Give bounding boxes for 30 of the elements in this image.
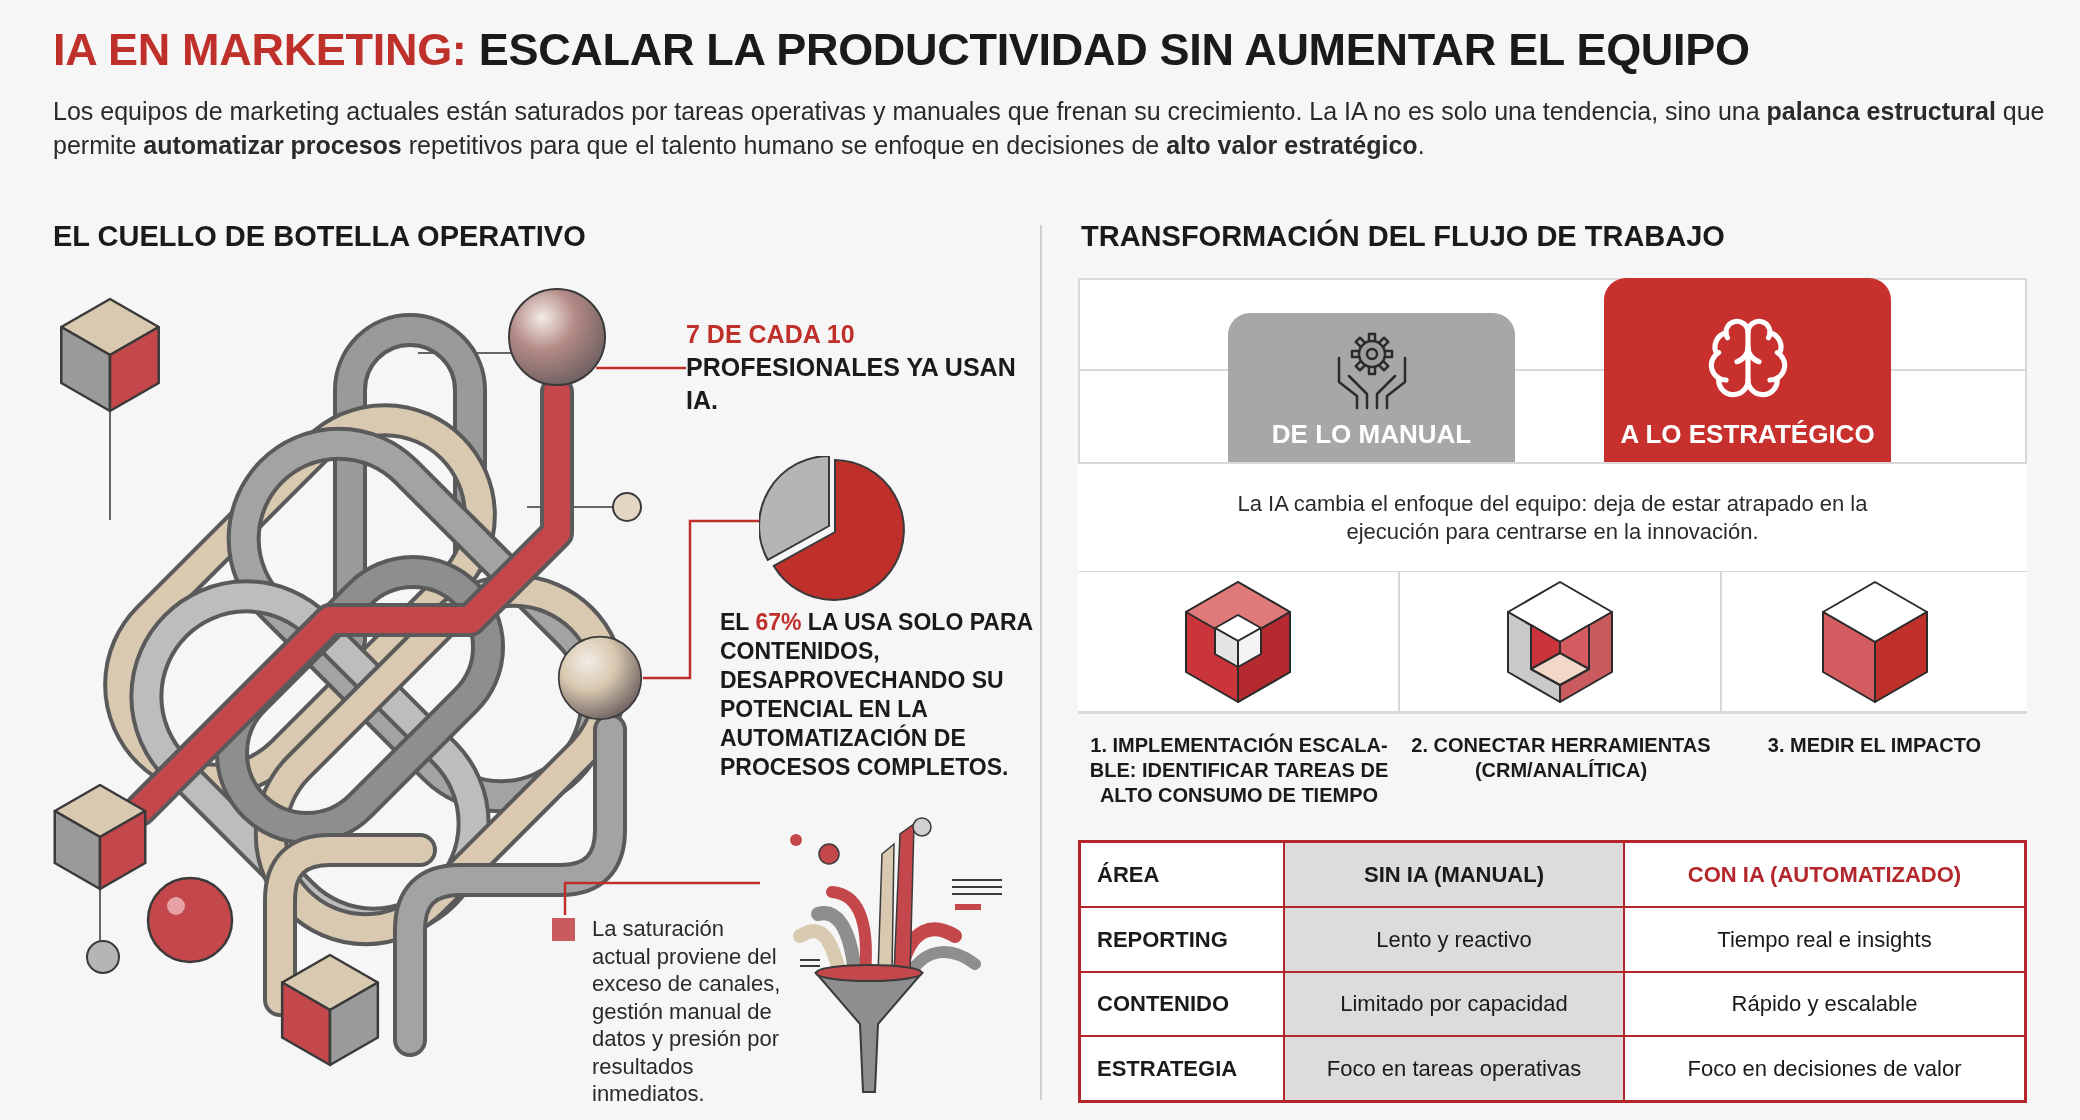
step-caption: 2. CONECTAR HERRAMIENTAS (CRM/ANALÍTICA) [1410, 733, 1712, 783]
page-title: IA EN MARKETING: ESCALAR LA PRODUCTIVIDAD SIN AUMENTAR EL EQUIPO [53, 23, 1750, 77]
table-cell: CONTENIDO [1081, 972, 1283, 1036]
description-text: La IA cambia el enfoque del equipo: deja de estar atrapado en la ejecución para centrarse en la innovación. [1236, 489, 1869, 546]
card-title: DE LO MANUAL [1271, 418, 1472, 450]
table-cell: Limitado por capacidad [1285, 972, 1623, 1036]
table-cell: Rápido y escalable [1625, 972, 2024, 1036]
intro-paragraph: Los equipos de marketing actuales están saturados por tareas operativas y manuales que frenan su crecimiento. La IA no es solo una tendencia, sino una palanca estructural que permite automatizar procesos repetitivos para que el talento humano se enfoque en decisiones de alto valor estratégico. [53, 96, 2046, 161]
table-header-cell: ÁREA [1081, 843, 1283, 906]
table-cell: ESTRATEGIA [1081, 1037, 1283, 1100]
category-card [1228, 313, 1515, 462]
table-cell: REPORTING [1081, 907, 1283, 971]
card-title: A LO ESTRATÉGICO [1620, 418, 1875, 450]
table-cell: Foco en decisiones de valor [1625, 1037, 2024, 1100]
leader-line [596, 366, 686, 370]
table-header-cell: CON IA (AUTOMATIZADO) [1625, 843, 2024, 906]
section-heading: TRANSFORMACIÓN DEL FLUJO DE TRABAJO [1081, 218, 1725, 254]
step-caption: 3. MEDIR EL IMPACTO [1766, 733, 1983, 758]
stat-highlight: 7 DE CADA 10 [686, 319, 855, 350]
table-cell: Lento y reactivo [1285, 907, 1623, 971]
leader-line [563, 881, 760, 915]
section-heading: EL CUELLO DE BOTELLA OPERATIVO [53, 219, 586, 254]
table-cell: Tiempo real e insights [1625, 907, 2024, 971]
stat-text: PROFESIONALES YA USAN IA. [686, 352, 1017, 416]
step-caption: 1. IMPLEMENTACIÓN ESCALA- BLE: IDENTIFICAR TAREAS DE ALTO CONSUMO DE TIEMPO [1088, 733, 1390, 808]
table-header-cell: SIN IA (MANUAL) [1285, 843, 1623, 906]
table-cell: Foco en tareas operativas [1285, 1037, 1623, 1100]
category-card [1604, 278, 1891, 462]
stat-text: EL 67% LA USA SOLO PARA CONTENIDOS, DESAPROVECHANDO SU POTENCIAL EN LA AUTOMATIZACIÓN DE PROCESOS COMPLETOS. [720, 608, 1034, 782]
note-text: La saturación actual proviene del exceso de canales, gestión manual de datos y presión por resultados inmediatos. [592, 915, 782, 1108]
